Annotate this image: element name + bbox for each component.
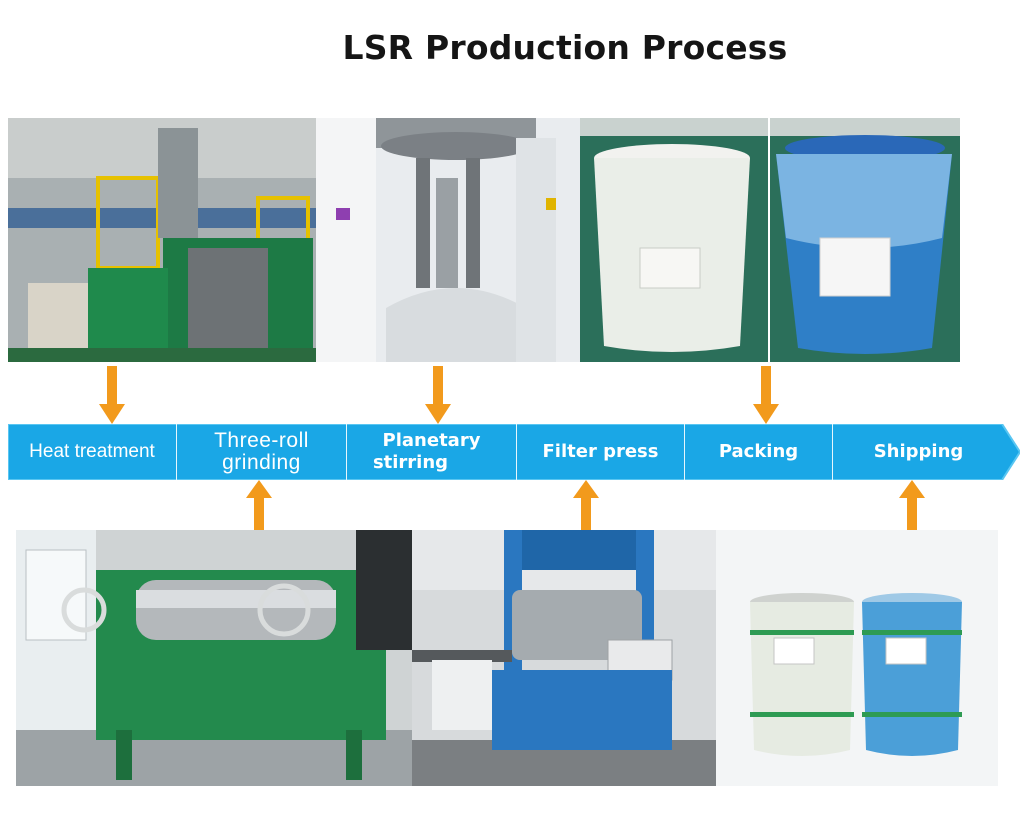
step-label: Filter press (542, 441, 659, 462)
step-label: Heat treatment (29, 441, 155, 462)
step-heat-treatment: Heat treatment (8, 424, 176, 480)
arrow-up-icon (899, 480, 925, 530)
arrow-up-icon (246, 480, 272, 530)
step-packing: Packing (684, 424, 832, 480)
step-label-line1: Planetary (382, 430, 481, 451)
arrow-down-icon (99, 366, 125, 424)
filter-press-photo (412, 530, 716, 786)
step-label: Packing (718, 441, 799, 462)
arrow-up-icon (573, 480, 599, 530)
step-label-line1: Three-roll (214, 429, 309, 452)
arrow-down-icon (753, 366, 779, 424)
planetary-mixer-photo (316, 118, 580, 362)
step-label-line2: grinding (222, 451, 301, 474)
arrow-down-icon (425, 366, 451, 424)
packed-drums-photo (580, 118, 960, 362)
shipping-drums-photo (716, 530, 998, 786)
kneader-machine-photo (8, 118, 316, 362)
three-roll-mill-photo (16, 530, 412, 786)
page-title: LSR Production Process (342, 28, 788, 67)
step-filter-press: Filter press (516, 424, 684, 480)
step-label-line2: stirring (372, 452, 449, 473)
step-label: Shipping (873, 441, 964, 462)
step-shipping: Shipping (832, 424, 1004, 480)
